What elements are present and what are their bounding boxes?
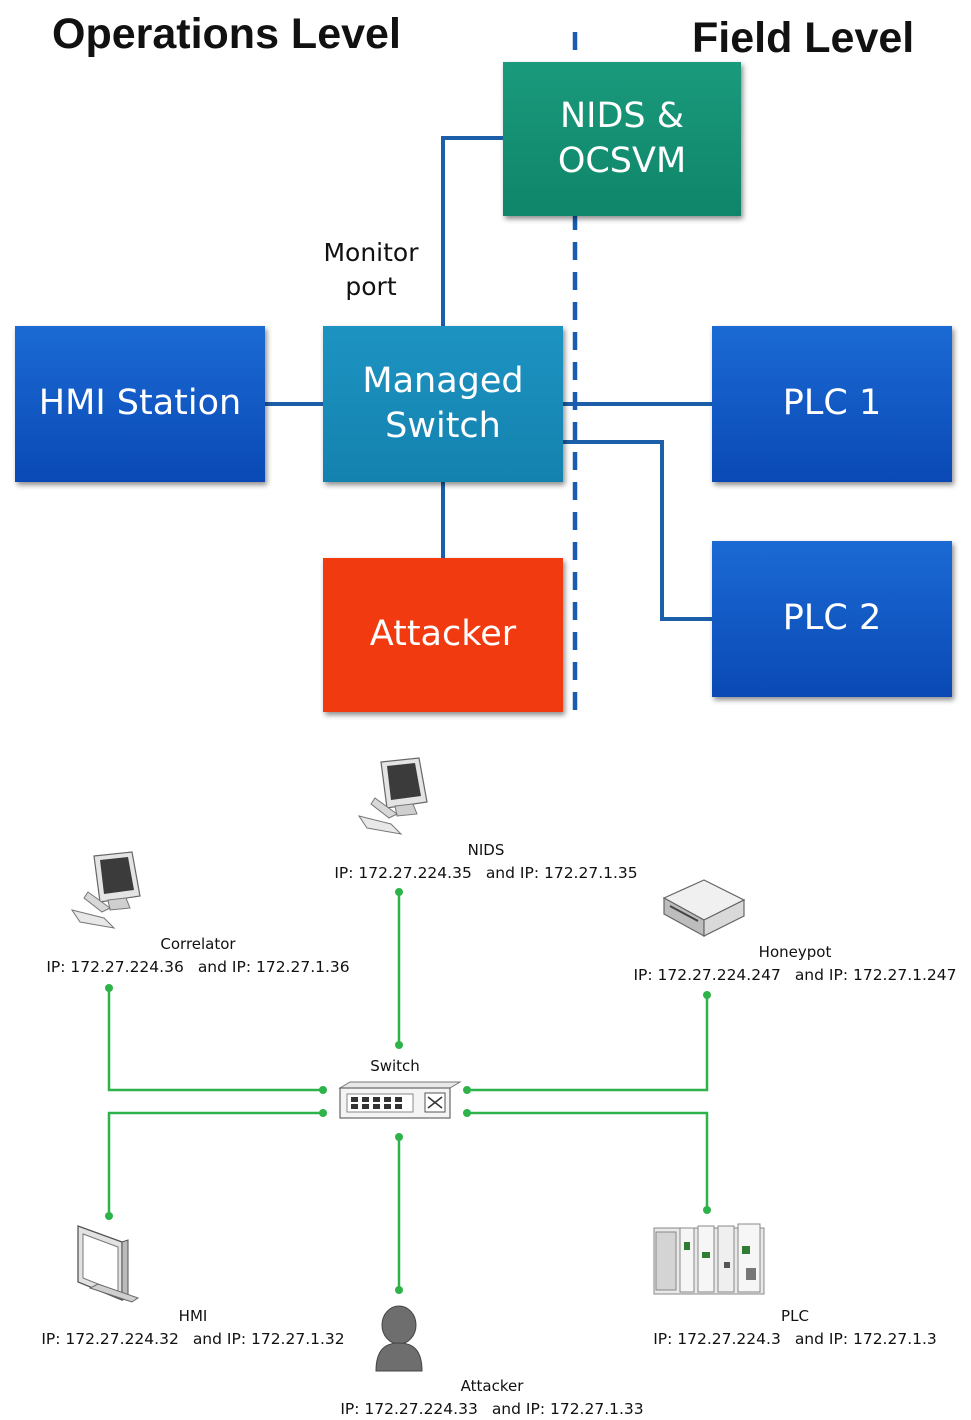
honeypot-ip2: and IP: 172.27.1.247 xyxy=(794,965,957,984)
dot-attacker xyxy=(395,1286,403,1294)
hmi-node-label: HMI IP: 172.27.224.32 and IP: 172.27.1.32 xyxy=(18,1306,368,1350)
hmi-ip2: and IP: 172.27.1.32 xyxy=(192,1329,345,1348)
network-lines xyxy=(107,892,709,1290)
monitor-port-label: Monitor port xyxy=(316,236,426,304)
monitor-port-line1: Monitor xyxy=(323,238,419,267)
correlator-computer-icon xyxy=(70,851,141,929)
nids-ip1: IP: 172.27.224.35 xyxy=(334,863,472,882)
line-honeypot xyxy=(467,995,709,1092)
connector-switch-plc2 xyxy=(563,440,712,621)
nids-ip2: and IP: 172.27.1.35 xyxy=(485,863,638,882)
correlator-ip2: and IP: 172.27.1.36 xyxy=(197,957,350,976)
hmi-station-label: HMI Station xyxy=(38,383,242,424)
nids-node-label: NIDS IP: 172.27.224.35 and IP: 172.27.1.3… xyxy=(306,840,666,884)
nids-ocsvm-box: NIDS & OCSVM xyxy=(503,62,741,216)
attacker-name: Attacker xyxy=(460,1377,524,1395)
plc-ip2: and IP: 172.27.1.3 xyxy=(794,1329,937,1348)
switch-icon xyxy=(338,1081,462,1119)
dot-switch-left-bottom xyxy=(319,1109,327,1117)
line-plc xyxy=(467,1111,709,1210)
switch-node-label: Switch xyxy=(350,1056,440,1078)
switch-box-line1: Managed xyxy=(362,360,524,401)
plc-ip: IP: 172.27.224.3 and IP: 172.27.1.3 xyxy=(620,1328,970,1350)
nids-computer-icon xyxy=(357,757,428,835)
correlator-ip: IP: 172.27.224.36 and IP: 172.27.1.36 xyxy=(18,956,378,978)
attacker-ip1: IP: 172.27.224.33 xyxy=(340,1399,478,1418)
nids-box-line2: OCSVM xyxy=(557,141,687,181)
plc-node-label: PLC IP: 172.27.224.3 and IP: 172.27.1.3 xyxy=(620,1306,970,1350)
operations-level-heading: Operations Level xyxy=(52,10,401,58)
monitor-port-line2: port xyxy=(345,271,397,301)
honeypot-name: Honeypot xyxy=(758,943,832,961)
plc2-box: PLC 2 xyxy=(712,541,952,697)
hmi-ip: IP: 172.27.224.32 and IP: 172.27.1.32 xyxy=(18,1328,368,1350)
plc1-box: PLC 1 xyxy=(712,326,952,482)
attacker-box: Attacker xyxy=(323,558,563,712)
honeypot-ip: IP: 172.27.224.247 and IP: 172.27.1.247 xyxy=(615,964,971,986)
correlator-node-label: Correlator IP: 172.27.224.36 and IP: 172.… xyxy=(18,934,378,978)
nids-box-line1: NIDS & xyxy=(559,95,685,136)
field-level-heading: Field Level xyxy=(692,14,915,62)
dot-hmi xyxy=(105,1212,113,1220)
switch-box-line2: Switch xyxy=(385,406,501,446)
dot-switch-right-top xyxy=(463,1086,471,1094)
honeypot-server-icon xyxy=(662,879,746,938)
attacker-box-label: Attacker xyxy=(369,614,517,655)
dot-correlator xyxy=(105,984,113,992)
hmi-ip1: IP: 172.27.224.32 xyxy=(41,1329,179,1348)
hmi-name: HMI xyxy=(178,1307,208,1325)
dot-plc xyxy=(703,1206,711,1214)
dot-switch-left-top xyxy=(319,1086,327,1094)
connector-switch-nids xyxy=(441,136,503,326)
honeypot-ip1: IP: 172.27.224.247 xyxy=(633,965,781,984)
correlator-name: Correlator xyxy=(160,935,236,953)
line-correlator xyxy=(107,988,323,1092)
dot-honeypot xyxy=(703,991,711,999)
dot-switch-bottom xyxy=(395,1133,403,1141)
line-hmi xyxy=(107,1111,323,1216)
plc2-label: PLC 2 xyxy=(782,598,882,639)
plc-name: PLC xyxy=(781,1307,809,1325)
hmi-station-box: HMI Station xyxy=(15,326,265,482)
nids-name: NIDS xyxy=(467,841,505,859)
network-endpoints xyxy=(105,888,711,1294)
plc-ip1: IP: 172.27.224.3 xyxy=(653,1329,781,1348)
attacker-node-label: Attacker IP: 172.27.224.33 and IP: 172.27… xyxy=(312,1376,672,1420)
managed-switch-box: Managed Switch xyxy=(323,326,563,482)
hmi-monitor-icon xyxy=(77,1225,140,1303)
switch-name: Switch xyxy=(370,1057,420,1075)
correlator-ip1: IP: 172.27.224.36 xyxy=(46,957,184,976)
dot-nids-bottom xyxy=(395,1041,403,1049)
attacker-ip: IP: 172.27.224.33 and IP: 172.27.1.33 xyxy=(312,1398,672,1420)
dot-switch-right-bottom xyxy=(463,1109,471,1117)
nids-ip: IP: 172.27.224.35 and IP: 172.27.1.35 xyxy=(306,862,666,884)
plc-rack-icon xyxy=(653,1223,765,1295)
attacker-person-icon xyxy=(375,1305,423,1372)
dot-nids-top xyxy=(395,888,403,896)
top-connectors xyxy=(265,136,712,621)
honeypot-node-label: Honeypot IP: 172.27.224.247 and IP: 172.2… xyxy=(615,942,971,986)
plc1-label: PLC 1 xyxy=(782,383,882,424)
attacker-ip2: and IP: 172.27.1.33 xyxy=(491,1399,644,1418)
